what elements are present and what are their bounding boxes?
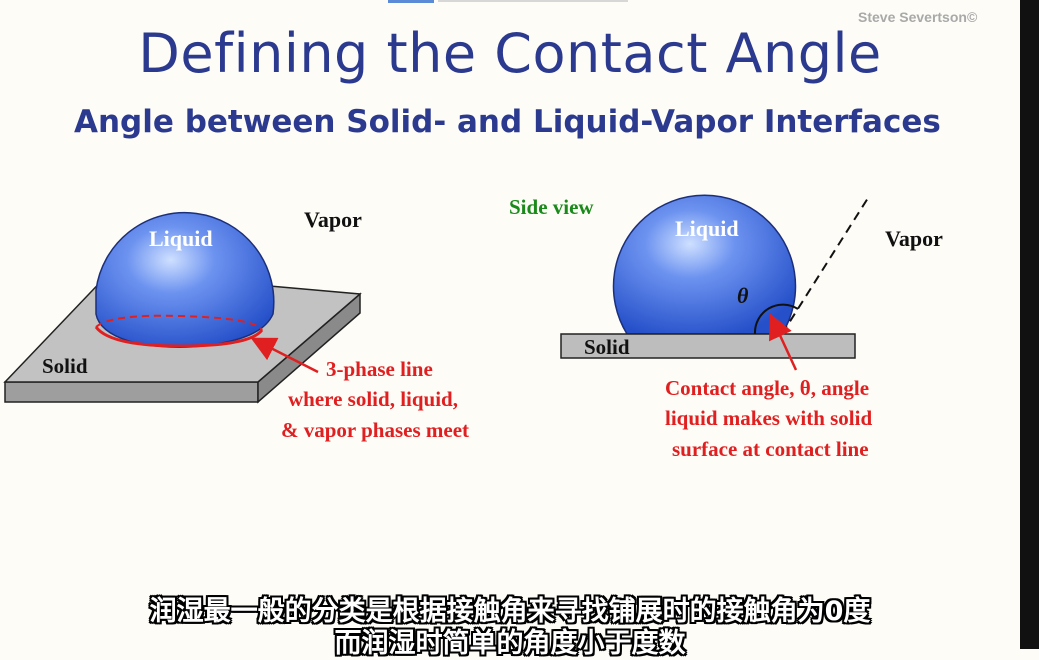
right-annotation-line1: Contact angle, θ, angle: [665, 376, 869, 400]
video-subtitle: 润湿最一般的分类是根据接触角来寻找铺展时的接触角为0度 而润湿时简单的角度小于度…: [0, 596, 1020, 660]
three-phase-line-front: [94, 326, 264, 348]
right-diagram: Side view Liquid Vapor Solid θ Contact a…: [509, 194, 943, 461]
left-liquid-label: Liquid: [149, 226, 213, 251]
right-annotation-line2: liquid makes with solid: [665, 406, 872, 430]
slide-title: Defining the Contact Angle: [138, 22, 882, 85]
angle-arc: [753, 303, 799, 335]
three-phase-line-back: [95, 314, 263, 331]
theta-symbol: θ: [737, 283, 749, 308]
slide-subtitle: Angle between Solid- and Liquid-Vapor In…: [74, 104, 941, 140]
left-vapor-label: Vapor: [304, 207, 362, 232]
solid-slab-front: [4, 381, 259, 403]
video-subtitle-line1: 润湿最一般的分类是根据接触角来寻找铺展时的接触角为0度: [149, 596, 871, 627]
window-edge: [1020, 0, 1039, 649]
right-liquid-label: Liquid: [675, 216, 739, 241]
copyright-text: Steve Severtson©: [858, 9, 978, 25]
tangent-line: [781, 197, 869, 335]
three-phase-arrow: [250, 337, 319, 374]
right-annotation-line3: surface at contact line: [672, 437, 869, 461]
contact-angle-diagram: Liquid Vapor Solid 3-phase line where so…: [3, 194, 943, 461]
left-annotation-line2: where solid, liquid,: [288, 387, 458, 411]
left-diagram: Liquid Vapor Solid 3-phase line where so…: [3, 207, 469, 442]
video-subtitle-line2: 而润湿时简单的角度小于度数: [334, 628, 686, 659]
right-solid-label: Solid: [584, 335, 630, 359]
right-solid-bar: [560, 333, 856, 359]
top-divider: [438, 0, 628, 2]
contact-angle-arrow: [769, 313, 798, 371]
left-annotation-line3: & vapor phases meet: [281, 418, 469, 442]
right-vapor-label: Vapor: [885, 226, 943, 251]
side-view-label: Side view: [509, 195, 594, 219]
right-liquid-droplet: [612, 194, 797, 335]
left-solid-label: Solid: [42, 354, 88, 378]
left-annotation-line1: 3-phase line: [326, 357, 433, 381]
top-progress-bar: [388, 0, 434, 3]
